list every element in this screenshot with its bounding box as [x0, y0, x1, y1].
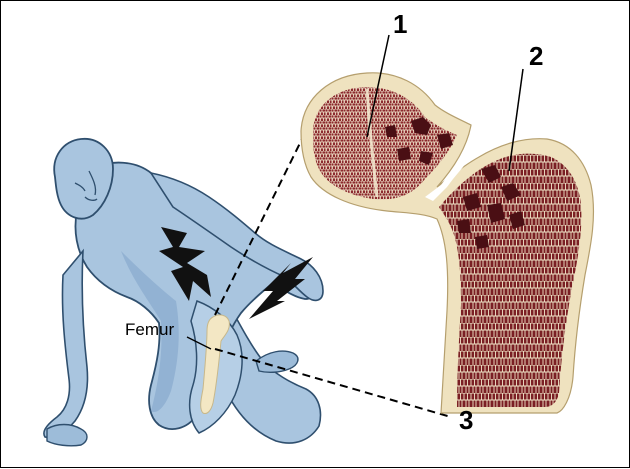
enlarged-femur-head: [301, 73, 593, 413]
figure-foot: [256, 351, 298, 372]
callout-3-label: 3: [459, 405, 473, 435]
callout-2-label: 2: [529, 41, 543, 71]
callout-1-label: 1: [393, 9, 407, 39]
figure-support-arm: [44, 251, 88, 437]
figure-hand: [47, 425, 87, 446]
femur-label: Femur: [125, 320, 174, 339]
